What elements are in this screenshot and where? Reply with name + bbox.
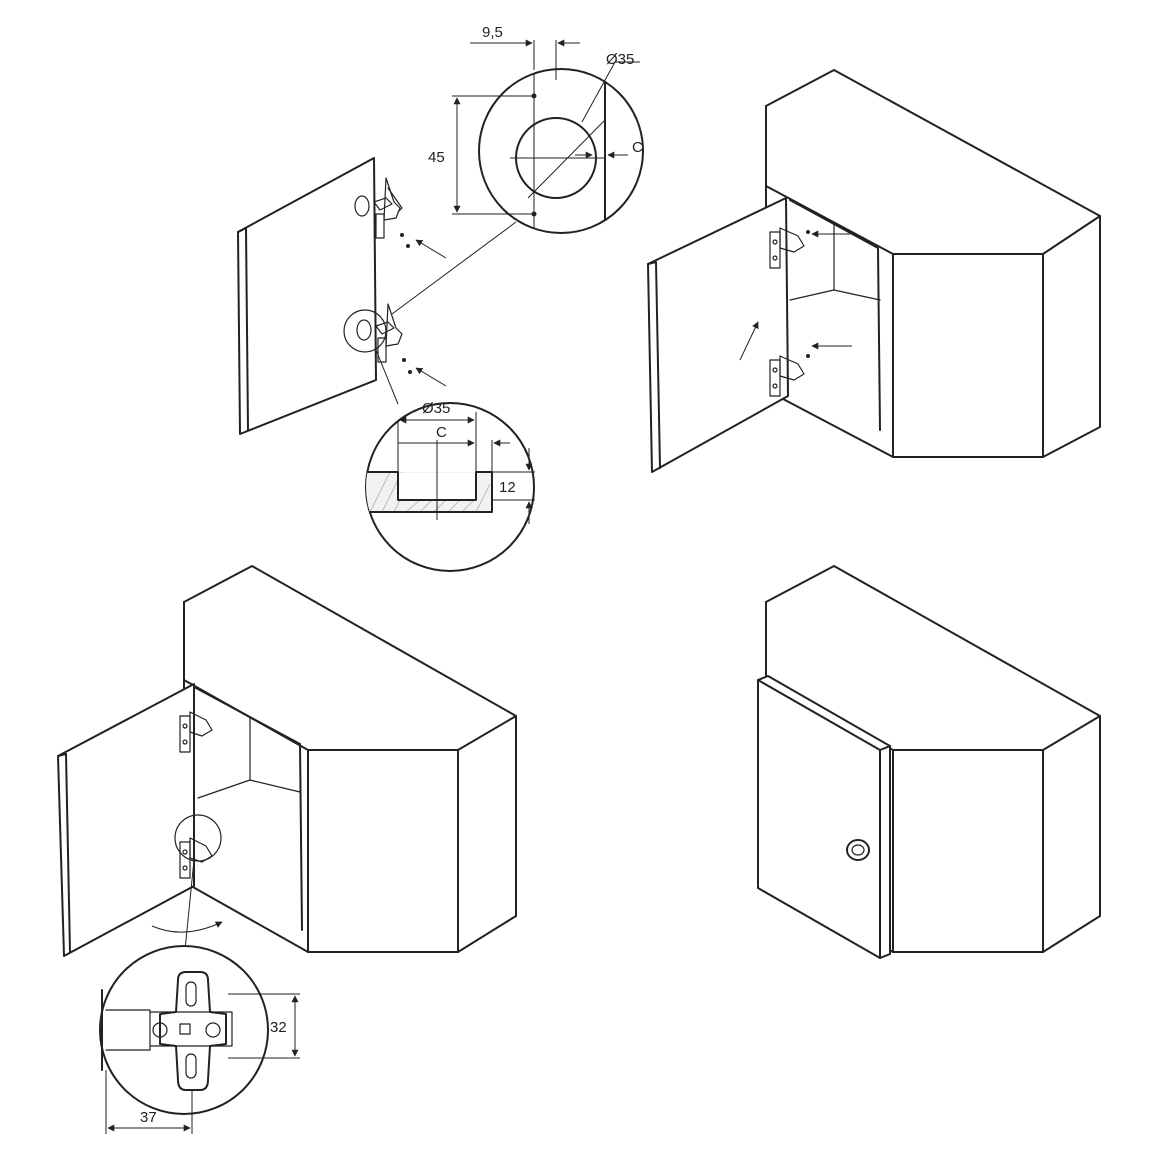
callout-mounting-plate: 32 37 [99, 945, 300, 1134]
offset-dim-label: 9,5 [482, 24, 503, 41]
section-edge-label: C [436, 424, 447, 441]
section-depth-label: 12 [499, 479, 516, 496]
door-open [57, 683, 195, 957]
arrow-icon [739, 321, 759, 361]
callout-cup-hole-plan: 9,5 Ø35 45 C [428, 24, 644, 234]
diameter-dim-label: Ø35 [606, 51, 634, 68]
cabinet-body [765, 69, 1101, 458]
knob-icon [846, 839, 870, 861]
section-diameter-label: Ø35 [422, 400, 450, 417]
hinge-bottom [769, 355, 805, 397]
hinge-top [769, 227, 805, 269]
arrow-icon [415, 239, 447, 259]
hinge-bottom [174, 814, 222, 879]
lower-hinge [343, 303, 403, 363]
step1-door-with-hinges [237, 157, 517, 435]
door-panel [237, 157, 377, 435]
upper-hinge [354, 177, 403, 239]
arrow-icon [415, 367, 447, 387]
step2-cabinet-door-mounting [647, 69, 1101, 473]
step3-cabinet-hinge-adjust [57, 565, 517, 961]
edge-dim-label: C [632, 139, 643, 156]
door-closed [757, 675, 891, 959]
step4-cabinet-closed [757, 565, 1101, 959]
plate-width-label: 37 [140, 1109, 157, 1126]
height-dim-label: 45 [428, 149, 445, 166]
door-open [647, 197, 789, 473]
hinge-top [179, 711, 213, 753]
callout-cup-hole-section: Ø35 C 12 [365, 400, 535, 572]
plate-height-label: 32 [270, 1019, 287, 1036]
cabinet-body [183, 565, 517, 953]
rotate-arrow-icon [151, 921, 223, 933]
